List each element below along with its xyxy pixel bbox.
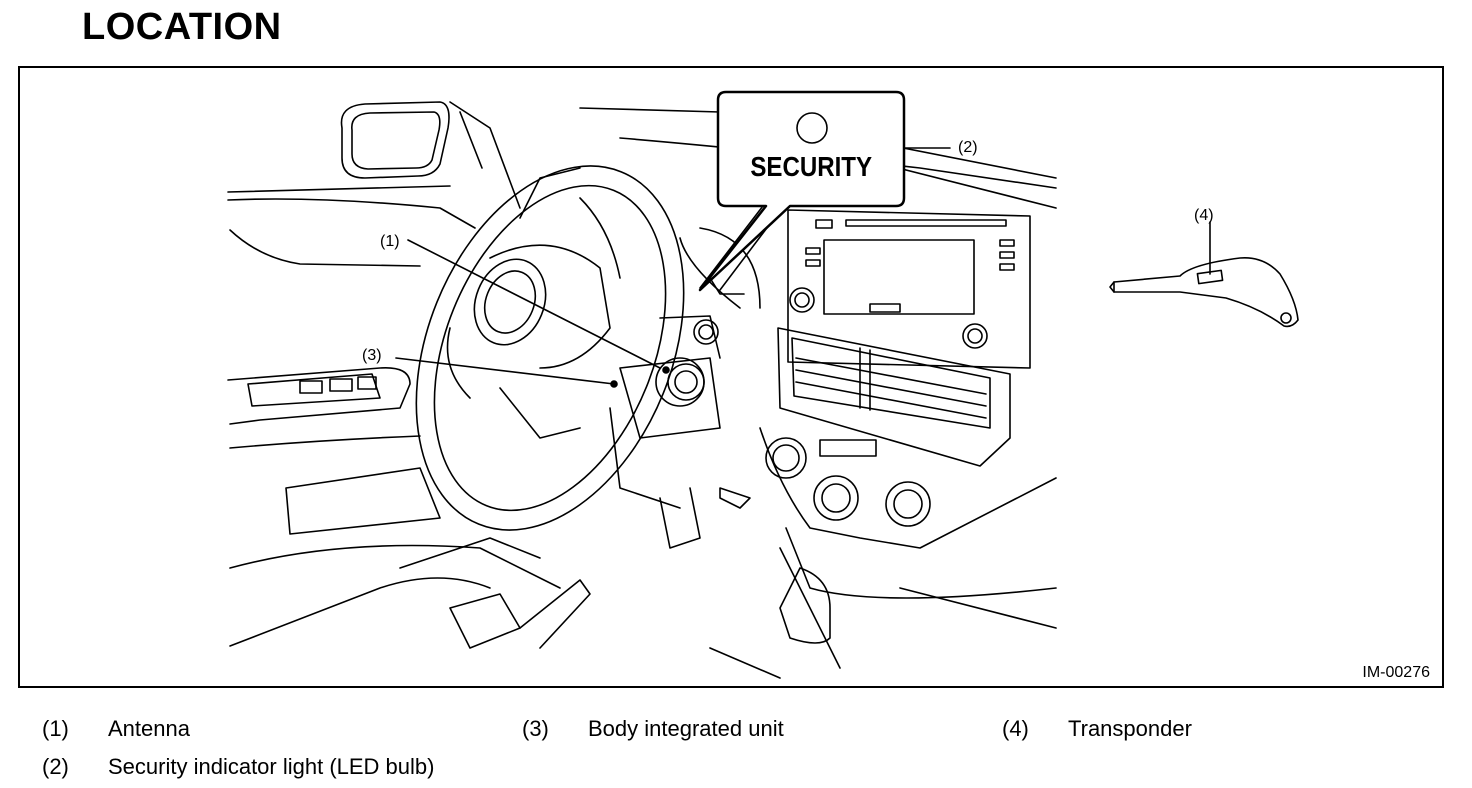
legend-number: (1) (42, 716, 69, 741)
legend: (1) Antenna (2) Security indicator light… (0, 712, 1472, 788)
callout-leaders (395, 147, 1211, 388)
transponder-key-drawing (1109, 257, 1299, 328)
legend-item-security-indicator: (2) Security indicator light (LED bulb) (42, 754, 434, 780)
callout-indicator: (2) (958, 139, 978, 156)
legend-label: Body integrated unit (588, 716, 784, 741)
steering-wheel-drawing (415, 165, 685, 531)
callout-transponder: (4) (1194, 207, 1214, 224)
legend-label: Antenna (108, 716, 190, 741)
legend-number: (4) (1002, 716, 1029, 741)
door-drawing (227, 101, 561, 647)
security-indicator-label: SECURITY (750, 150, 872, 182)
callout-body-unit: (3) (362, 347, 382, 364)
legend-item-transponder: (4) Transponder (1002, 716, 1192, 742)
legend-number: (3) (522, 716, 549, 741)
side-mirror-drawing (340, 101, 450, 179)
security-callout-box: SECURITY (698, 90, 906, 292)
page-title: LOCATION (82, 6, 282, 48)
callout-antenna: (1) (380, 233, 400, 250)
center-console-drawing (449, 209, 1057, 679)
legend-number: (2) (42, 754, 69, 779)
figure-panel: SECURITY (1) (3) (2) (4) IM-00276 (18, 66, 1444, 688)
legend-label: Security indicator light (LED bulb) (108, 754, 435, 779)
legend-label: Transponder (1068, 716, 1192, 741)
steering-column-drawing (609, 315, 751, 549)
figure-id: IM-00276 (1362, 664, 1430, 681)
car-interior-illustration: SECURITY (1) (3) (2) (4) (227, 90, 1299, 679)
legend-item-body-integrated-unit: (3) Body integrated unit (522, 716, 784, 742)
legend-item-antenna: (1) Antenna (42, 716, 190, 742)
